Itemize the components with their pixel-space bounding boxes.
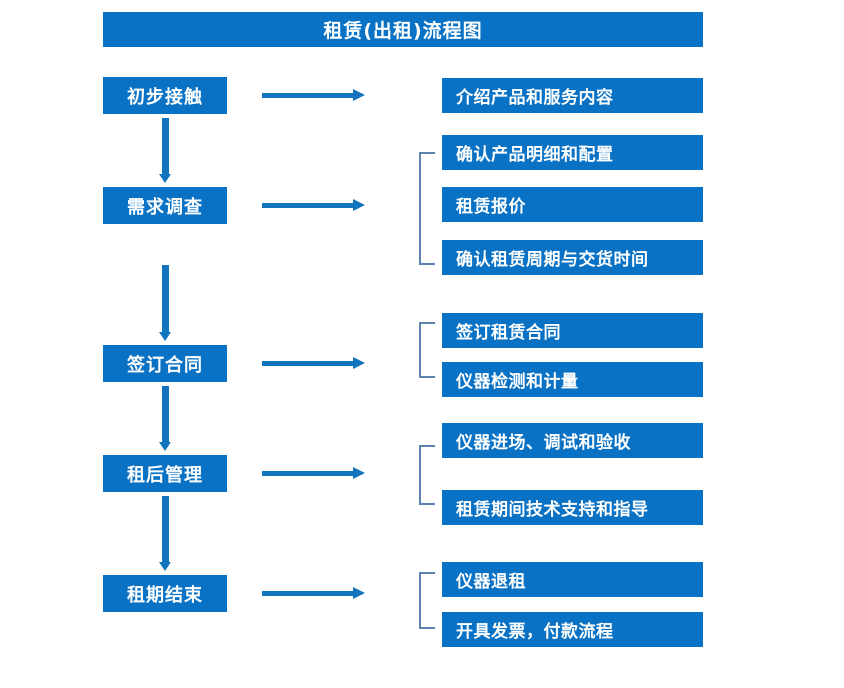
detail-box-6[interactable]: 仪器检测和计量 xyxy=(442,362,703,397)
arrow-shaft xyxy=(262,361,354,366)
vertical-arrow-4-5 xyxy=(159,496,171,571)
group-bracket-4 xyxy=(419,445,435,505)
arrow-head-icon xyxy=(159,562,171,571)
stage-box-5[interactable]: 租期结束 xyxy=(103,575,227,612)
page-title: 租赁(出租)流程图 xyxy=(103,12,703,47)
arrow-head-icon xyxy=(159,332,171,341)
detail-box-4[interactable]: 确认租赁周期与交货时间 xyxy=(442,240,703,275)
group-bracket-5 xyxy=(419,572,435,629)
horizontal-arrow-1 xyxy=(262,89,365,101)
group-bracket-3 xyxy=(419,322,435,378)
detail-box-5[interactable]: 签订租赁合同 xyxy=(442,313,703,348)
arrow-shaft xyxy=(162,496,169,562)
arrow-shaft xyxy=(162,118,169,174)
arrow-shaft xyxy=(262,591,354,596)
vertical-arrow-1-2 xyxy=(159,118,171,183)
stage-box-4[interactable]: 租后管理 xyxy=(103,455,227,492)
vertical-arrow-3-4 xyxy=(159,386,171,451)
arrow-shaft xyxy=(162,386,169,442)
horizontal-arrow-2 xyxy=(262,199,365,211)
arrow-head-icon xyxy=(353,357,365,369)
detail-box-1[interactable]: 介绍产品和服务内容 xyxy=(442,78,703,113)
detail-box-7[interactable]: 仪器进场、调试和验收 xyxy=(442,423,703,458)
arrow-shaft xyxy=(262,93,354,98)
stage-box-3[interactable]: 签订合同 xyxy=(103,345,227,382)
horizontal-arrow-4 xyxy=(262,467,365,479)
horizontal-arrow-5 xyxy=(262,587,365,599)
vertical-arrow-2-3 xyxy=(159,265,171,341)
arrow-head-icon xyxy=(353,199,365,211)
arrow-head-icon xyxy=(159,442,171,451)
stage-box-1[interactable]: 初步接触 xyxy=(103,77,227,114)
arrow-head-icon xyxy=(353,89,365,101)
arrow-shaft xyxy=(162,265,169,332)
detail-box-2[interactable]: 确认产品明细和配置 xyxy=(442,135,703,170)
stage-box-2[interactable]: 需求调查 xyxy=(103,187,227,224)
detail-box-8[interactable]: 租赁期间技术支持和指导 xyxy=(442,490,703,525)
arrow-head-icon xyxy=(159,174,171,183)
detail-box-3[interactable]: 租赁报价 xyxy=(442,187,703,222)
arrow-shaft xyxy=(262,203,354,208)
arrow-head-icon xyxy=(353,467,365,479)
group-bracket-2 xyxy=(419,152,435,265)
detail-box-9[interactable]: 仪器退租 xyxy=(442,562,703,597)
arrow-shaft xyxy=(262,471,354,476)
horizontal-arrow-3 xyxy=(262,357,365,369)
detail-box-10[interactable]: 开具发票，付款流程 xyxy=(442,612,703,647)
arrow-head-icon xyxy=(353,587,365,599)
